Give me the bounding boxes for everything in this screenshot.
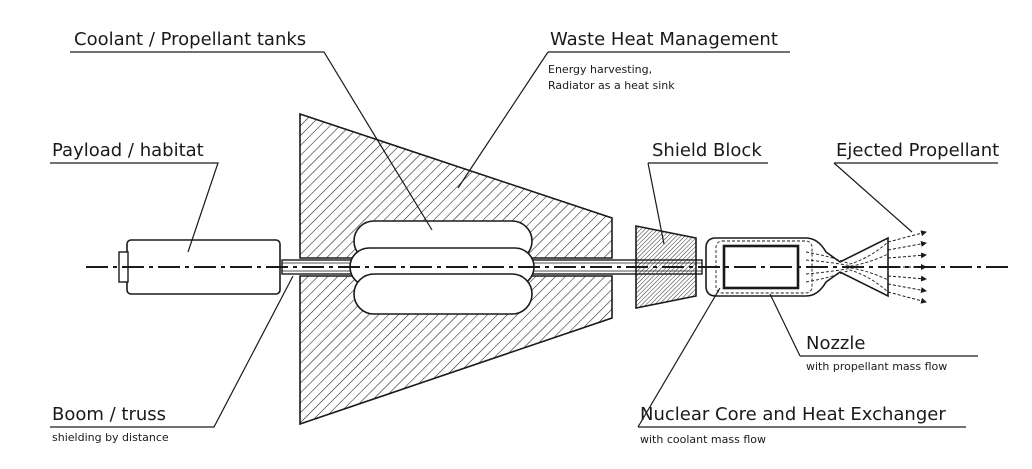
label-shield-block: Shield Block xyxy=(652,140,762,161)
label-waste-heat: Waste Heat Management xyxy=(550,29,778,50)
label-coolant-tanks: Coolant / Propellant tanks xyxy=(74,29,307,50)
leader-lines xyxy=(50,51,998,428)
label-waste-heat-sub: Energy harvesting, Radiator as a heat si… xyxy=(548,63,675,92)
label-ejected-propellant: Ejected Propellant xyxy=(836,140,1000,161)
label-nuclear-core: Nuclear Core and Heat Exchanger xyxy=(640,404,946,425)
label-boom-sub: shielding by distance xyxy=(52,431,169,444)
tank-lower xyxy=(353,273,533,315)
label-payload: Payload / habitat xyxy=(52,140,204,161)
label-nozzle: Nozzle xyxy=(806,333,866,354)
label-nuclear-core-sub: with coolant mass flow xyxy=(640,433,766,446)
label-boom: Boom / truss xyxy=(52,404,167,425)
label-nozzle-sub: with propellant mass flow xyxy=(806,360,948,373)
